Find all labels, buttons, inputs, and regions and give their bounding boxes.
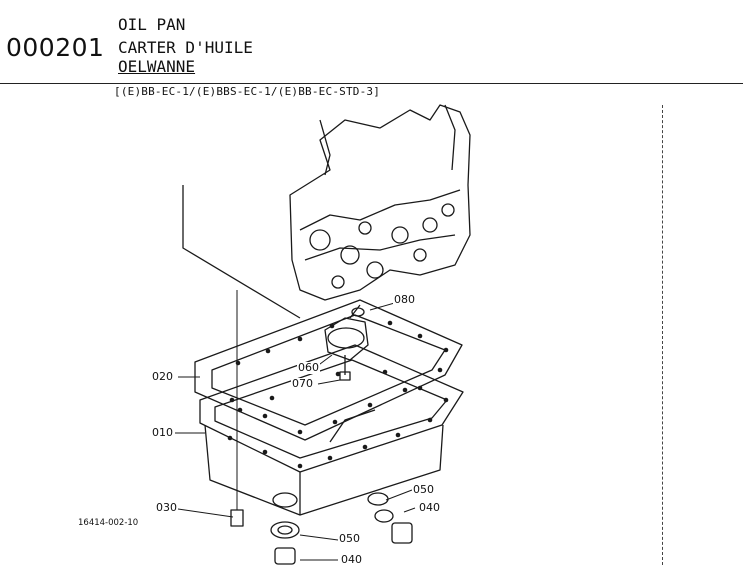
part-label-050-lower: 050	[338, 532, 361, 545]
drawing-id: 16414-002-10	[78, 518, 139, 528]
title-english: OIL PAN	[118, 15, 186, 34]
model-applicability: [(E)BB-EC-1/(E)BBS-EC-1/(E)BB-EC-STD-3]	[114, 85, 381, 98]
part-label-030: 030	[155, 501, 178, 514]
part-label-040-upper: 040	[418, 501, 441, 514]
part-label-060: 060	[297, 361, 320, 374]
oil-pan-body	[204, 424, 444, 516]
bolt-070	[339, 371, 351, 381]
header-rule	[0, 83, 743, 84]
drain-plug-040-lower	[274, 547, 296, 565]
page-code: 000201	[6, 33, 105, 62]
part-label-010: 010	[151, 426, 174, 439]
gasket-050-side	[374, 509, 394, 523]
oil-strainer	[324, 317, 369, 361]
part-label-080: 080	[393, 293, 416, 306]
part-label-020: 020	[151, 370, 174, 383]
engine-block-edge	[182, 185, 301, 319]
drain-boss	[272, 492, 298, 508]
title-french: CARTER D'HUILE	[118, 38, 253, 57]
engine-block	[289, 104, 471, 301]
part-label-040-lower: 040	[340, 553, 363, 566]
oil-pan-flange	[199, 344, 464, 473]
page-margin-dashed-line	[662, 105, 663, 565]
part-label-050-upper: 050	[412, 483, 435, 496]
bolt-030	[230, 509, 244, 527]
washer-050-upper	[367, 492, 389, 506]
gasket-020	[194, 299, 463, 441]
drain-plug-040-side	[391, 522, 413, 544]
part-label-070: 070	[291, 377, 314, 390]
title-german: OELWANNE	[118, 57, 196, 76]
gasket-050-lower	[270, 521, 300, 539]
